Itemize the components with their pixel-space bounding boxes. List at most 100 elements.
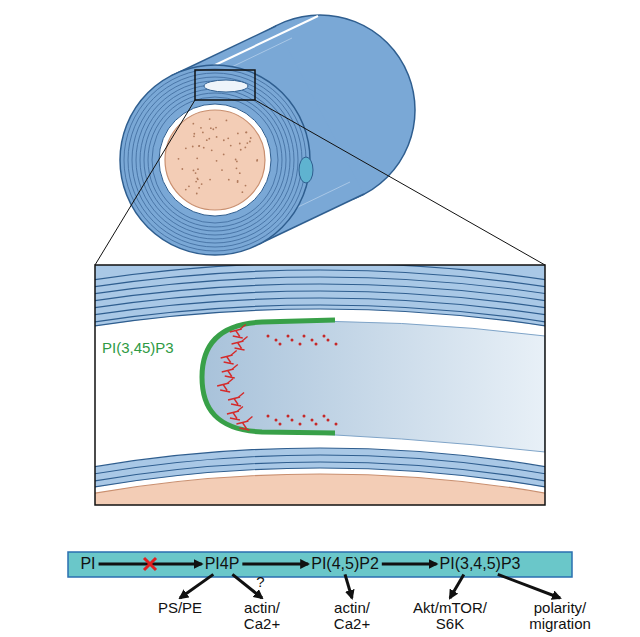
illustration-part xyxy=(95,277,545,505)
illustration-part xyxy=(227,407,243,421)
illustration-part xyxy=(192,146,194,148)
node-text: PI(3,4,5)P3 xyxy=(440,556,521,573)
illustration-part xyxy=(209,118,211,120)
downstream-effect: Akt/mTOR/ S6K xyxy=(405,600,495,632)
illustration-part xyxy=(195,172,197,174)
illustration-part xyxy=(181,168,183,170)
illustration-part xyxy=(228,393,244,407)
node-text: actin/ Ca2+ xyxy=(326,600,378,632)
illustration-part xyxy=(327,419,330,422)
illustration-part xyxy=(209,179,211,181)
illustration-part xyxy=(246,131,248,133)
illustration-part xyxy=(239,172,241,174)
illustration-part xyxy=(95,455,545,505)
illustration-part xyxy=(188,185,190,187)
illustration-part xyxy=(287,335,290,338)
node-text: polarity/ migration xyxy=(522,600,598,632)
illustration-part xyxy=(198,145,200,147)
node-text: PI4P xyxy=(205,556,240,573)
axon-dots xyxy=(178,118,259,194)
node-text: actin/ Ca2+ xyxy=(236,600,288,632)
illustration-part xyxy=(95,265,545,505)
illustration-part xyxy=(291,419,294,422)
myelin-rings xyxy=(124,69,306,251)
illustration-part xyxy=(95,291,545,505)
inset-frame xyxy=(95,265,545,505)
illustration-part xyxy=(193,133,195,135)
periaxonal-space xyxy=(159,104,271,216)
illustration-part xyxy=(303,415,306,418)
inset-content xyxy=(95,265,545,505)
inset-layers xyxy=(95,265,545,505)
illustration-part xyxy=(95,284,545,505)
illustration-part xyxy=(279,423,282,426)
illustration-part xyxy=(228,179,230,181)
illustration-part xyxy=(193,169,195,171)
illustration-part xyxy=(240,149,242,151)
illustration-part xyxy=(232,337,248,351)
illustration-part xyxy=(244,146,246,148)
illustration-part xyxy=(216,160,218,162)
illustration-part xyxy=(250,137,252,139)
illustration-part xyxy=(230,325,246,339)
illustration-part xyxy=(202,132,204,134)
illustration-part xyxy=(132,77,298,243)
illustration-part xyxy=(236,417,252,431)
edge-label: ? xyxy=(256,574,264,591)
outer-tongue xyxy=(299,157,313,183)
lipid-species: PI(4,5)P2 xyxy=(311,556,379,573)
zoom-box xyxy=(195,70,255,100)
pathway-band xyxy=(68,552,572,577)
illustration-part xyxy=(212,128,214,130)
illustration-part xyxy=(178,158,180,160)
illustration-part xyxy=(208,138,210,140)
illustration-part xyxy=(222,365,238,379)
illustration-part xyxy=(95,474,545,505)
illustration-part xyxy=(136,81,294,239)
illustration-part xyxy=(245,132,247,134)
illustration-part xyxy=(230,325,246,339)
pathway-arrow xyxy=(450,574,464,598)
zoom-line xyxy=(95,100,195,265)
illustration-part xyxy=(221,351,237,365)
illustration-part xyxy=(221,351,237,365)
node-text: Akt/mTOR/ S6K xyxy=(405,600,495,632)
illustration-part xyxy=(221,169,223,171)
illustration-part xyxy=(215,127,217,129)
block-cross xyxy=(144,558,156,570)
illustration-part xyxy=(232,337,248,351)
illustration-part xyxy=(124,69,306,251)
illustration-part xyxy=(148,93,282,227)
illustration-part xyxy=(291,339,294,342)
illustration-part xyxy=(200,127,202,129)
node-text: PI xyxy=(80,556,95,573)
illustration-part xyxy=(237,180,239,182)
illustration-part xyxy=(95,298,545,505)
membrane-label: PI(3,45)P3 xyxy=(100,340,176,357)
illustration-part xyxy=(95,270,545,505)
illustration-part xyxy=(237,133,239,135)
illustration-part xyxy=(210,127,212,129)
inner-tongue xyxy=(204,80,248,92)
illustration-part xyxy=(275,339,278,342)
downstream-effect: actin/ Ca2+ xyxy=(326,600,378,632)
illustration-part xyxy=(228,393,244,407)
illustration-part xyxy=(249,141,251,143)
illustration-part xyxy=(275,419,278,422)
myelin-seam xyxy=(213,16,318,66)
illustration-part xyxy=(95,468,545,505)
illustration-part xyxy=(95,309,545,505)
pathway-arrow xyxy=(345,574,352,598)
illustration-part xyxy=(196,193,198,195)
illustration-part xyxy=(95,462,545,505)
zoom-line xyxy=(255,100,545,265)
lipid-species: PI xyxy=(80,556,95,573)
illustration-part xyxy=(327,339,330,342)
lipid-species: PI(3,4,5)P3 xyxy=(440,556,521,573)
illustration-part xyxy=(206,139,208,141)
illustration-part xyxy=(198,145,200,147)
block-mark xyxy=(144,558,156,570)
downstream-effect: polarity/ migration xyxy=(522,600,598,632)
